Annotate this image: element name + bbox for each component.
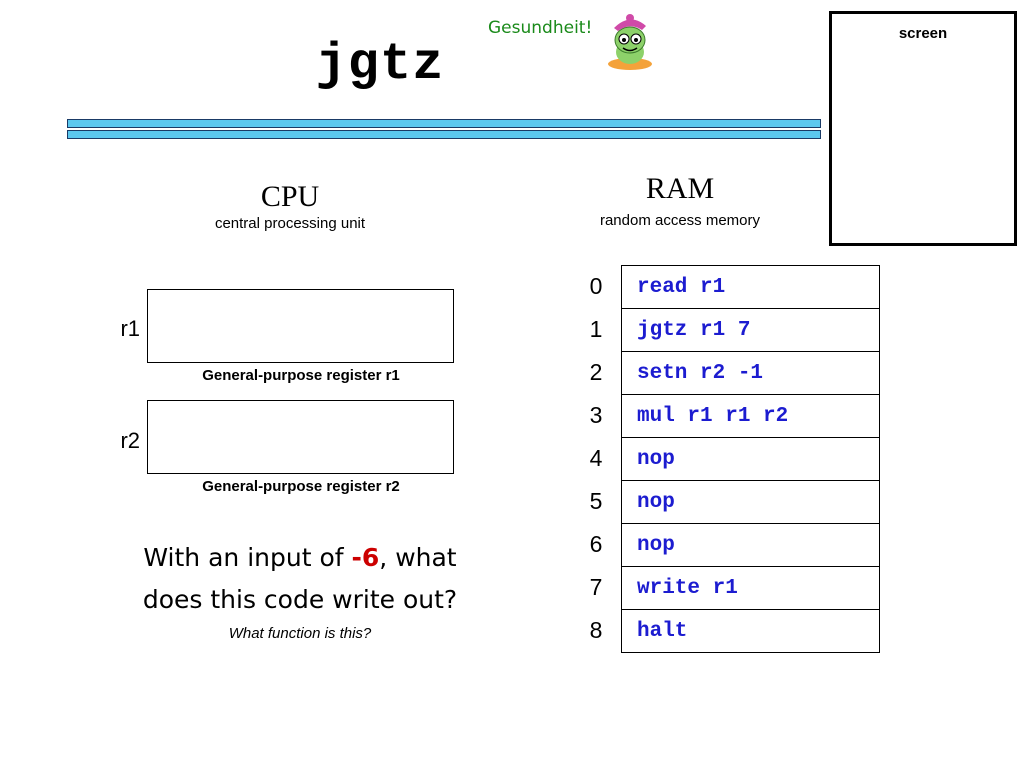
ram-table: read r1 jgtz r1 7 setn r2 -1 mul r1 r1 r… [621,265,880,653]
ram-instruction: halt [637,620,688,643]
ram-cell: halt [621,610,880,653]
ram-address: 2 [589,359,603,385]
question-highlight: -6 [351,543,380,572]
ram-cell: read r1 [621,266,880,309]
ram-instruction: read r1 [637,276,726,299]
ram-address: 1 [589,316,603,342]
divider-bar-top [67,119,821,128]
ram-instruction: mul r1 r1 r2 [637,405,789,428]
exclamation-text: Gesundheit! [488,18,593,38]
register-r1-label: r1 [120,316,140,341]
question-subtitle: What function is this? [228,625,372,642]
question-suffix: , what [379,543,457,572]
ram-address: 7 [589,574,603,600]
ram-cell: nop [621,524,880,567]
register-r2-caption: General-purpose register r2 [202,478,400,495]
slide-title: jgtz [315,35,445,94]
question-line2: does this code write out? [142,585,458,614]
ram-address: 0 [589,273,603,299]
ram-instruction: nop [637,448,675,471]
cartoon-character-icon [608,14,652,70]
ram-address: 3 [589,402,603,428]
question-prefix: With an input of [143,543,352,572]
ram-cell: nop [621,481,880,524]
ram-instruction: nop [637,534,675,557]
ram-cell: jgtz r1 7 [621,309,880,352]
ram-cell: nop [621,438,880,481]
ram-address-column: 0 1 2 3 4 5 6 7 8 [580,265,612,652]
ram-cell: mul r1 r1 r2 [621,395,880,438]
ram-address: 8 [589,617,603,643]
ram-subtitle: random access memory [599,212,761,229]
ram-title: RAM [645,172,715,205]
register-r2-box [147,400,454,474]
cpu-title: CPU [260,180,320,213]
register-r1-caption: General-purpose register r1 [202,367,400,384]
ram-cell: write r1 [621,567,880,610]
question-text: With an input of -6, what does this code… [100,537,500,621]
register-r2-label: r2 [120,428,140,453]
ram-instruction: write r1 [637,577,738,600]
screen-label: screen [898,25,948,42]
ram-instruction: nop [637,491,675,514]
register-r1-box [147,289,454,363]
ram-instruction: jgtz r1 7 [637,319,751,342]
divider-bar-bottom [67,130,821,139]
screen-panel [829,11,1017,246]
cpu-subtitle: central processing unit [214,215,366,232]
ram-address: 6 [589,531,603,557]
ram-address: 5 [589,488,603,514]
ram-instruction: setn r2 -1 [637,362,764,385]
ram-cell: setn r2 -1 [621,352,880,395]
ram-address: 4 [589,445,603,471]
